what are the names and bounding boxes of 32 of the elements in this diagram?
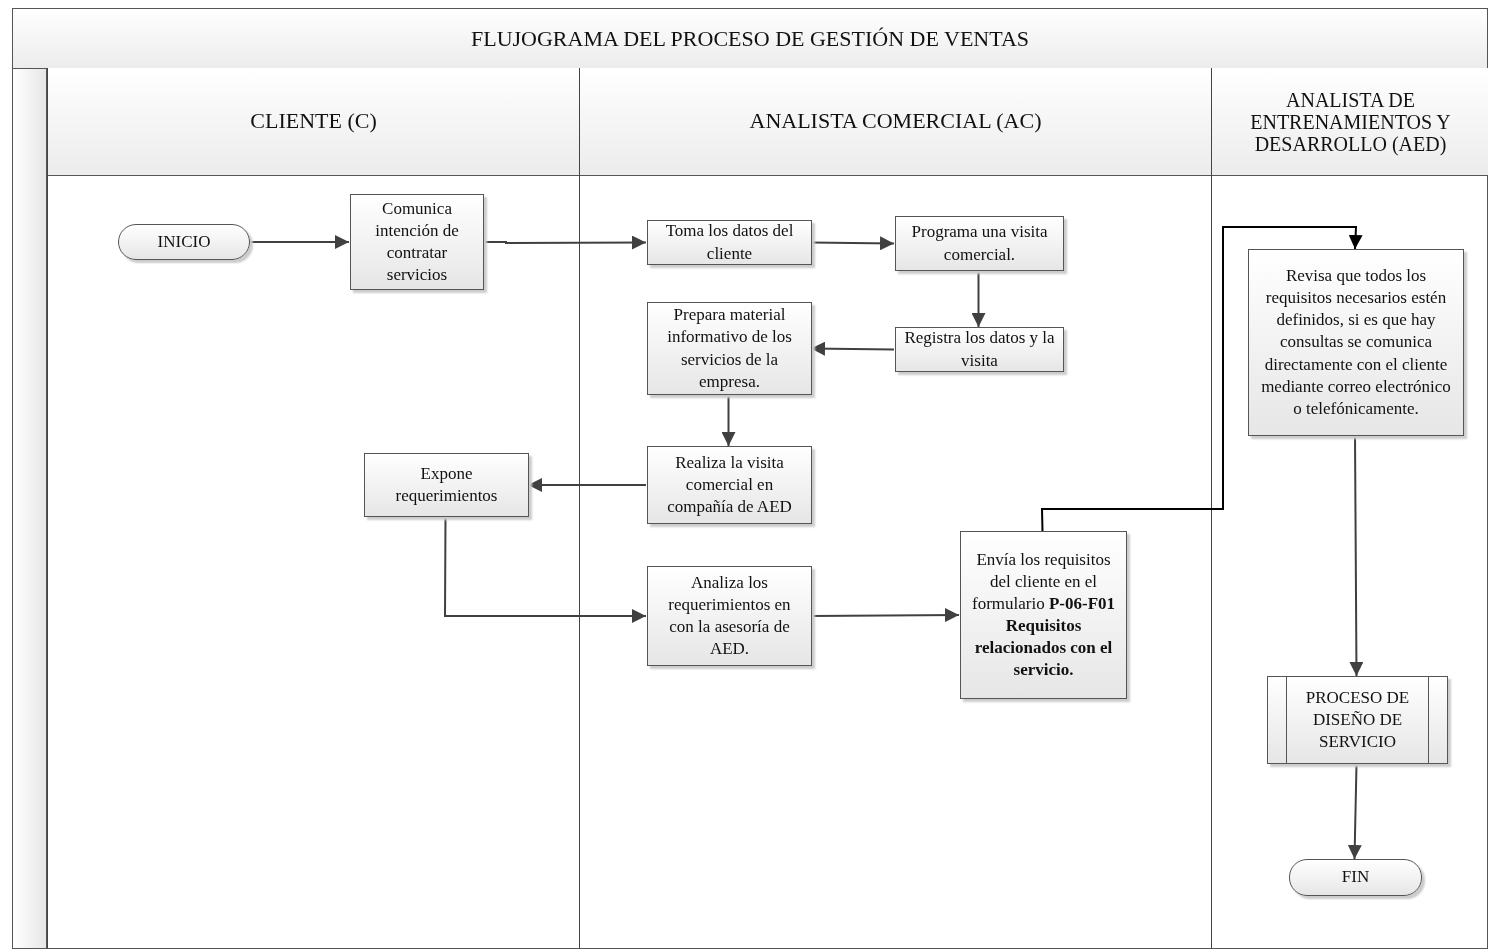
arrow (527, 478, 647, 492)
swimlane (47, 68, 579, 949)
lane-title: ANALISTA DE ENTRENAMIENTOS Y DESARROLLO (AED) (1249, 88, 1452, 155)
lane-title: ANALISTA COMERCIAL (AC) (749, 109, 1042, 134)
arrow (721, 394, 736, 447)
swimlane (579, 68, 1211, 949)
lane-title: CLIENTE (C) (250, 109, 377, 134)
terminal-box: FIN (1289, 859, 1422, 896)
process-box: Registra los datos y la visita (895, 327, 1064, 372)
subprocess-box: PROCESO DE DISEÑO DE SERVICIO (1267, 676, 1448, 764)
process-box: Comunica intención de contratar servicios (350, 194, 484, 290)
diagram-title: FLUJOGRAMA DEL PROCESO DE GESTIÓN DE VENTAS (470, 25, 1029, 52)
arrow (1040, 226, 1363, 532)
arrow (810, 236, 895, 251)
arrow (248, 235, 350, 249)
arrow (810, 341, 895, 356)
arrow (1349, 435, 1364, 677)
process-box: Expone requerimientos (364, 453, 529, 517)
process-box: Prepara material informativo de los servicios de la empresa. (647, 302, 812, 395)
arrow (971, 270, 986, 328)
arrow (444, 516, 647, 623)
terminal-box: INICIO (118, 224, 250, 260)
swimlane (1211, 68, 1488, 949)
process-box: Revisa que todos los requisitos necesarios estén definidos, si es que hay consultas se comunica directamente con el cliente mediante correo electrónico o telefónicamente. (1248, 249, 1464, 436)
arrow (810, 608, 960, 623)
process-box: Programa una visita comercial. (895, 216, 1064, 271)
process-box: Envía los requisitos del cliente en el formulario P-06-F01 Requisitos relacionados con el servicio. (960, 531, 1127, 699)
process-box: Toma los datos del cliente (647, 220, 812, 265)
arrow (1347, 763, 1362, 860)
process-box: Analiza los requerimientos en con la asesoría de AED. (647, 566, 812, 666)
process-box: Realiza la visita comercial en compañía de AED (647, 446, 812, 524)
arrow (482, 235, 647, 250)
